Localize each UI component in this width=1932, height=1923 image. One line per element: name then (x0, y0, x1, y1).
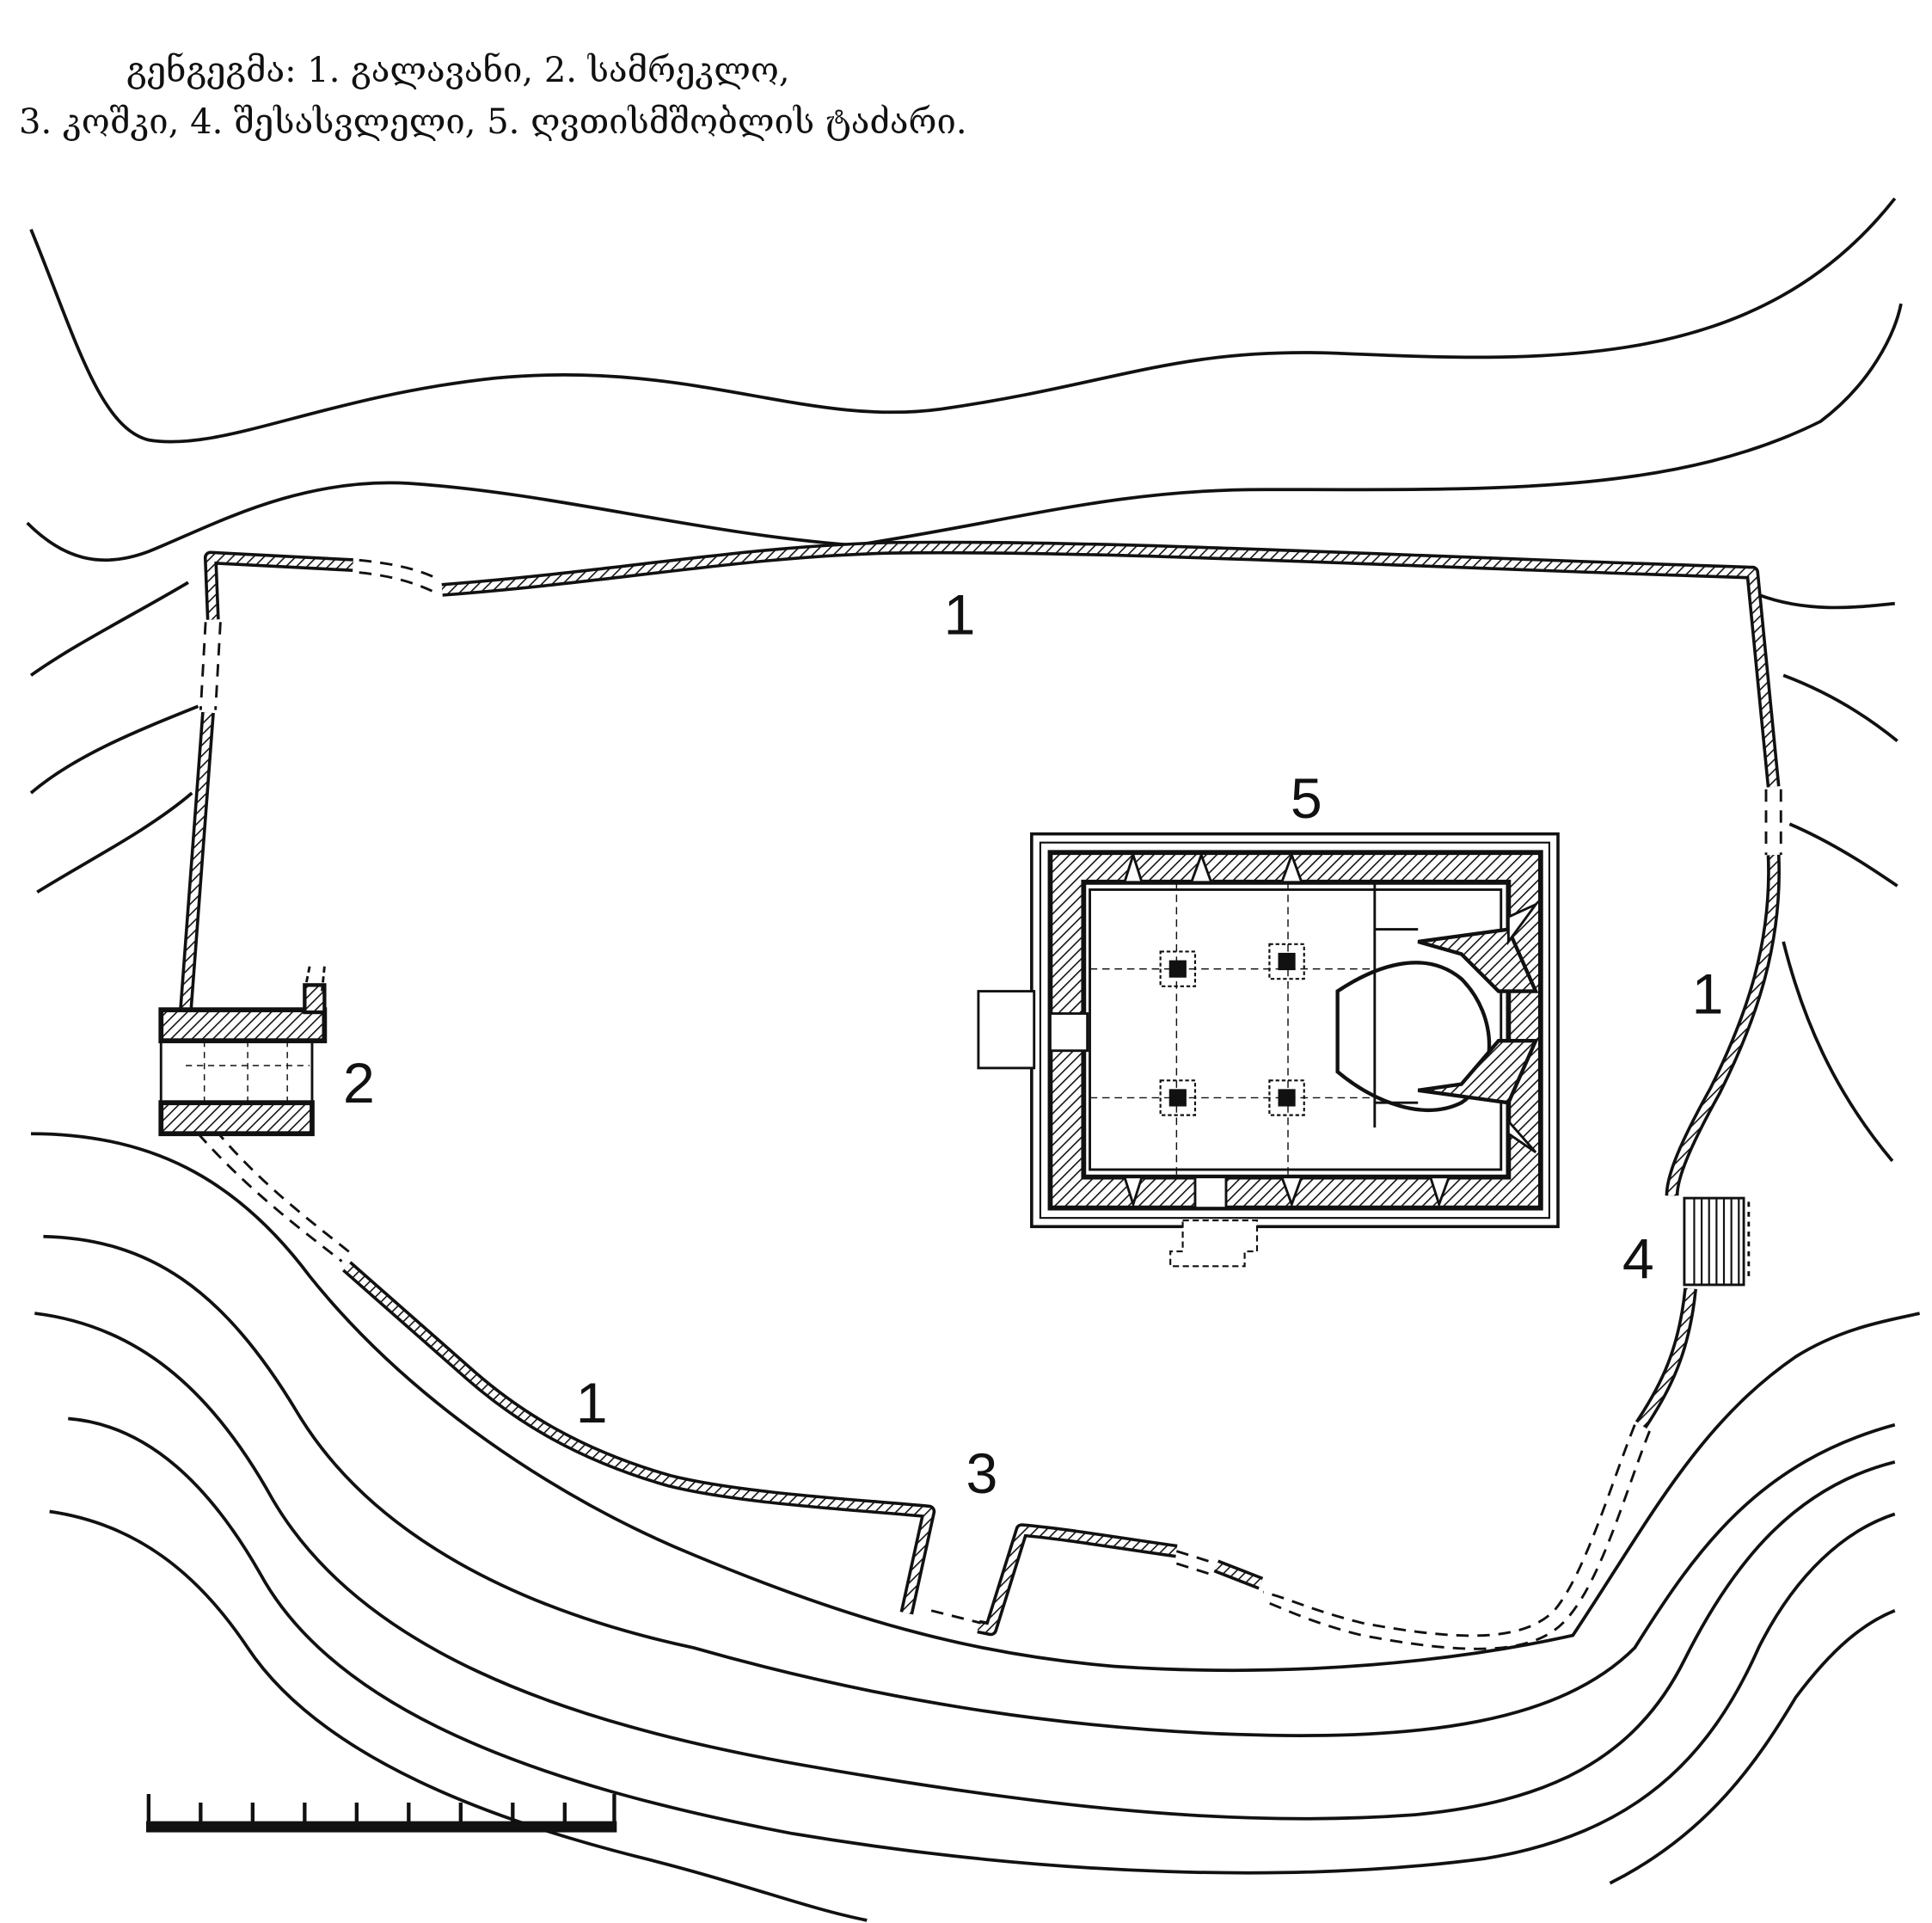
ruined-wall-dashed (197, 558, 1782, 1650)
contour-line (36, 791, 193, 894)
label-wall-south: 1 (576, 1372, 608, 1435)
contour-line (34, 1312, 1896, 1821)
fortress-wall (179, 540, 1782, 1650)
contour-line (31, 1132, 1921, 1673)
label-wall-east: 1 (1692, 962, 1724, 1026)
label-tower: 3 (966, 1442, 998, 1506)
label-church: 5 (1291, 767, 1322, 831)
contour-lines (26, 197, 1921, 1922)
label-belfry: 2 (343, 1052, 375, 1115)
contour-line (49, 1509, 868, 1922)
contour-line (68, 1416, 1896, 1875)
contour-line (1788, 822, 1898, 888)
south-porch (1169, 1219, 1259, 1268)
plan-caption: გენგეგმა: 1. გალავანი, 2. სამრეკლო, 3. კ… (19, 45, 982, 148)
contour-line (1782, 673, 1898, 743)
caption-item-5: 5. ღვთისმშობლის ტაძარი. (487, 102, 967, 142)
contour-line (26, 303, 1903, 562)
contour-line (1757, 593, 1895, 610)
caption-item-4: 4. შესასვლელი, (190, 102, 476, 142)
label-entrance: 4 (1622, 1228, 1654, 1292)
contour-line (29, 581, 189, 677)
contour-line (29, 197, 1897, 444)
church-plan (977, 832, 1560, 1268)
west-door (977, 990, 1036, 1070)
caption-item-2: 2. სამრეკლო, (543, 51, 790, 90)
entrance-steps (1683, 1196, 1751, 1287)
contour-line (1609, 1609, 1896, 1885)
contour-line (29, 704, 199, 795)
scale-bar (145, 1793, 617, 1833)
caption-title: გენგეგმა: (126, 51, 297, 90)
contour-line (1782, 941, 1894, 1163)
label-wall-north: 1 (944, 584, 976, 648)
belfry (158, 966, 328, 1137)
caption-item-3: 3. კოშკი, (19, 102, 180, 142)
caption-item-1: 1. გალავანი, (307, 51, 534, 90)
contour-line (43, 1234, 1896, 1737)
